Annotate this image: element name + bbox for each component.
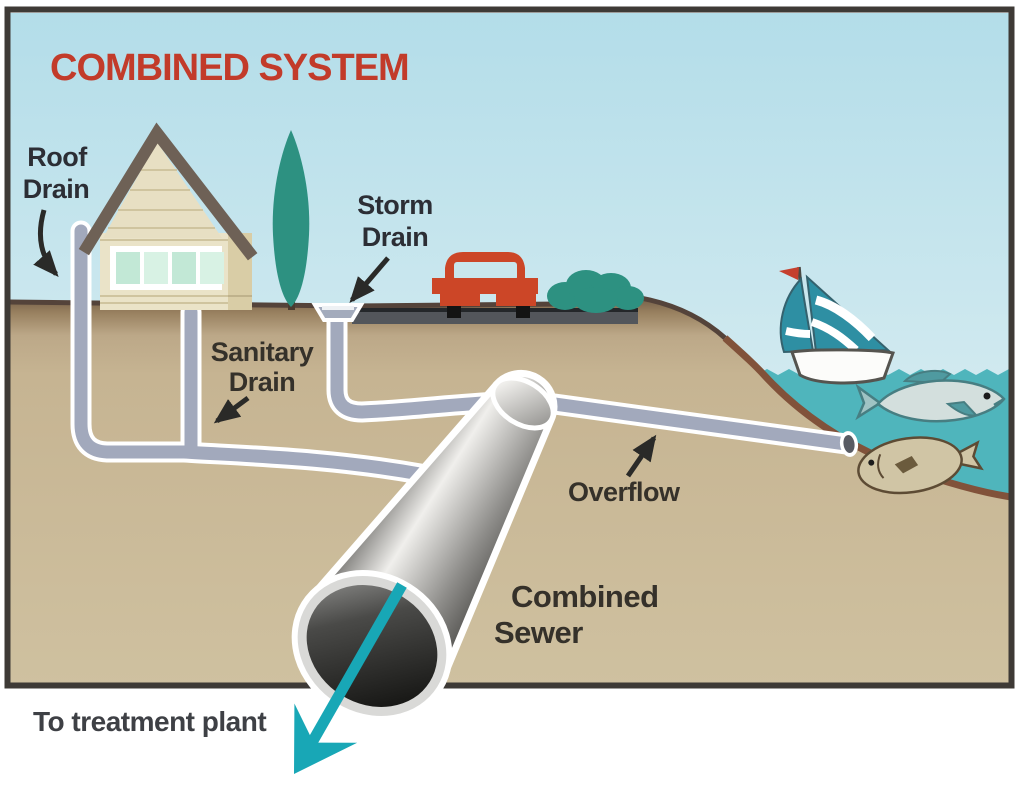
house	[78, 122, 258, 310]
to-treatment-plant-label: To treatment plant	[33, 706, 266, 737]
cypress-tree	[272, 130, 310, 310]
storm-drain-pipe	[330, 311, 507, 419]
storm-drain-label-line2: Drain	[362, 222, 429, 252]
sanitary-drain-label-line2: Drain	[229, 367, 296, 397]
car-body	[432, 278, 538, 294]
frame-border	[4, 6, 1015, 689]
car-wheel-right	[516, 303, 530, 318]
roof	[78, 122, 258, 261]
drain-pipes	[70, 220, 859, 503]
storm-drain-arrow	[349, 256, 390, 304]
roof-drain-arrow	[33, 209, 59, 278]
car	[432, 252, 538, 318]
windows	[110, 246, 224, 290]
road	[352, 308, 638, 324]
bush	[547, 270, 644, 313]
sanitary-drain-arrow	[213, 395, 250, 424]
roof-drain-label-line2: Drain	[23, 174, 90, 204]
combined-sewer-label-line1: Combined	[511, 579, 659, 614]
overflow-outfall	[839, 431, 859, 457]
combined-sewer-label-line2: Sewer	[494, 615, 583, 650]
sanitary-drain-label-line1: Sanitary	[211, 337, 314, 367]
sailboat	[779, 266, 895, 385]
label-arrows	[33, 209, 657, 478]
overflow-arrow	[625, 434, 657, 478]
car-wheel-left	[447, 303, 461, 318]
overflow-pipe	[533, 395, 853, 451]
flow-arrowhead	[294, 703, 358, 774]
fish	[855, 369, 1006, 423]
flounder	[857, 436, 984, 495]
car-windshield	[454, 262, 517, 280]
overflow-label: Overflow	[568, 477, 681, 507]
roof-drain-label-line1: Roof	[27, 142, 88, 172]
boat-hull	[789, 348, 895, 385]
combined-sewer-pipe	[291, 369, 558, 722]
roof-drain-pipe	[74, 224, 193, 459]
flow-arrow	[294, 582, 407, 774]
storm-drain-inlet	[311, 303, 365, 322]
sewer-top-cap	[490, 375, 556, 431]
boat-flag	[779, 267, 799, 280]
diagram-title: COMBINED SYSTEM	[50, 47, 409, 89]
storm-drain-label-line1: Storm	[357, 190, 433, 220]
